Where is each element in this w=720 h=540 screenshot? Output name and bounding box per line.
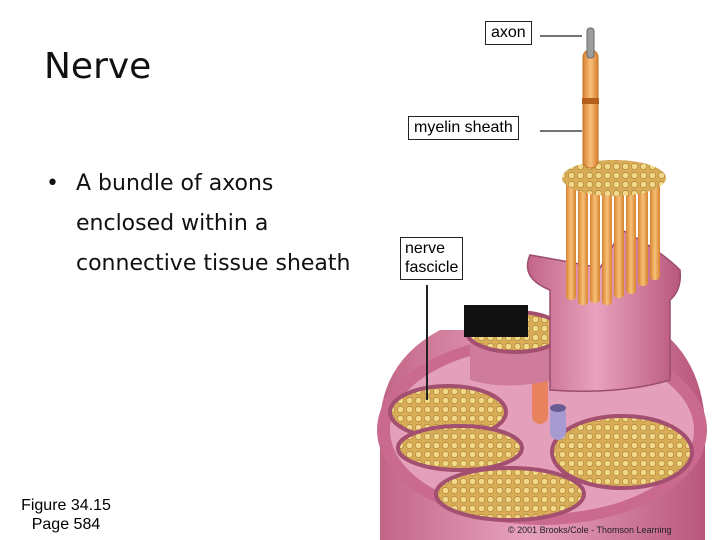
page-title: Nerve <box>44 46 152 87</box>
fascicle <box>396 424 524 472</box>
fascicle <box>434 466 586 522</box>
nerve-fascicle-label: nerve fascicle <box>400 237 464 280</box>
myelin-sheath <box>582 49 599 169</box>
nerve-fascicle-label-line1: nerve <box>405 240 446 257</box>
blood-vessel <box>532 372 548 424</box>
nerve-illustration <box>377 27 707 540</box>
blood-vessel <box>550 406 566 440</box>
axon-bundle-top <box>562 160 666 196</box>
axon-bundle <box>562 160 666 305</box>
nerve-fascicle-label-line2: fascicle <box>405 259 459 276</box>
bullet-list: • A bundle of axons enclosed within a co… <box>46 164 376 284</box>
copyright-notice: © 2001 Brooks/Cole - Thomson Learning <box>508 525 672 535</box>
page-reference: Page 584 <box>31 516 101 533</box>
bullet-glyph: • <box>46 171 59 196</box>
list-item: • A bundle of axons enclosed within a co… <box>46 164 376 284</box>
figure-number: Figure 34.15 <box>21 497 111 514</box>
callout-box <box>464 305 528 337</box>
figure-caption: Figure 34.15 Page 584 <box>4 496 128 534</box>
bullet-text: A bundle of axons enclosed within a conn… <box>76 171 351 276</box>
axon <box>586 27 595 59</box>
axon-label: axon <box>485 21 532 45</box>
myelin-sheath-label: myelin sheath <box>408 116 519 140</box>
fascicle <box>550 414 694 490</box>
